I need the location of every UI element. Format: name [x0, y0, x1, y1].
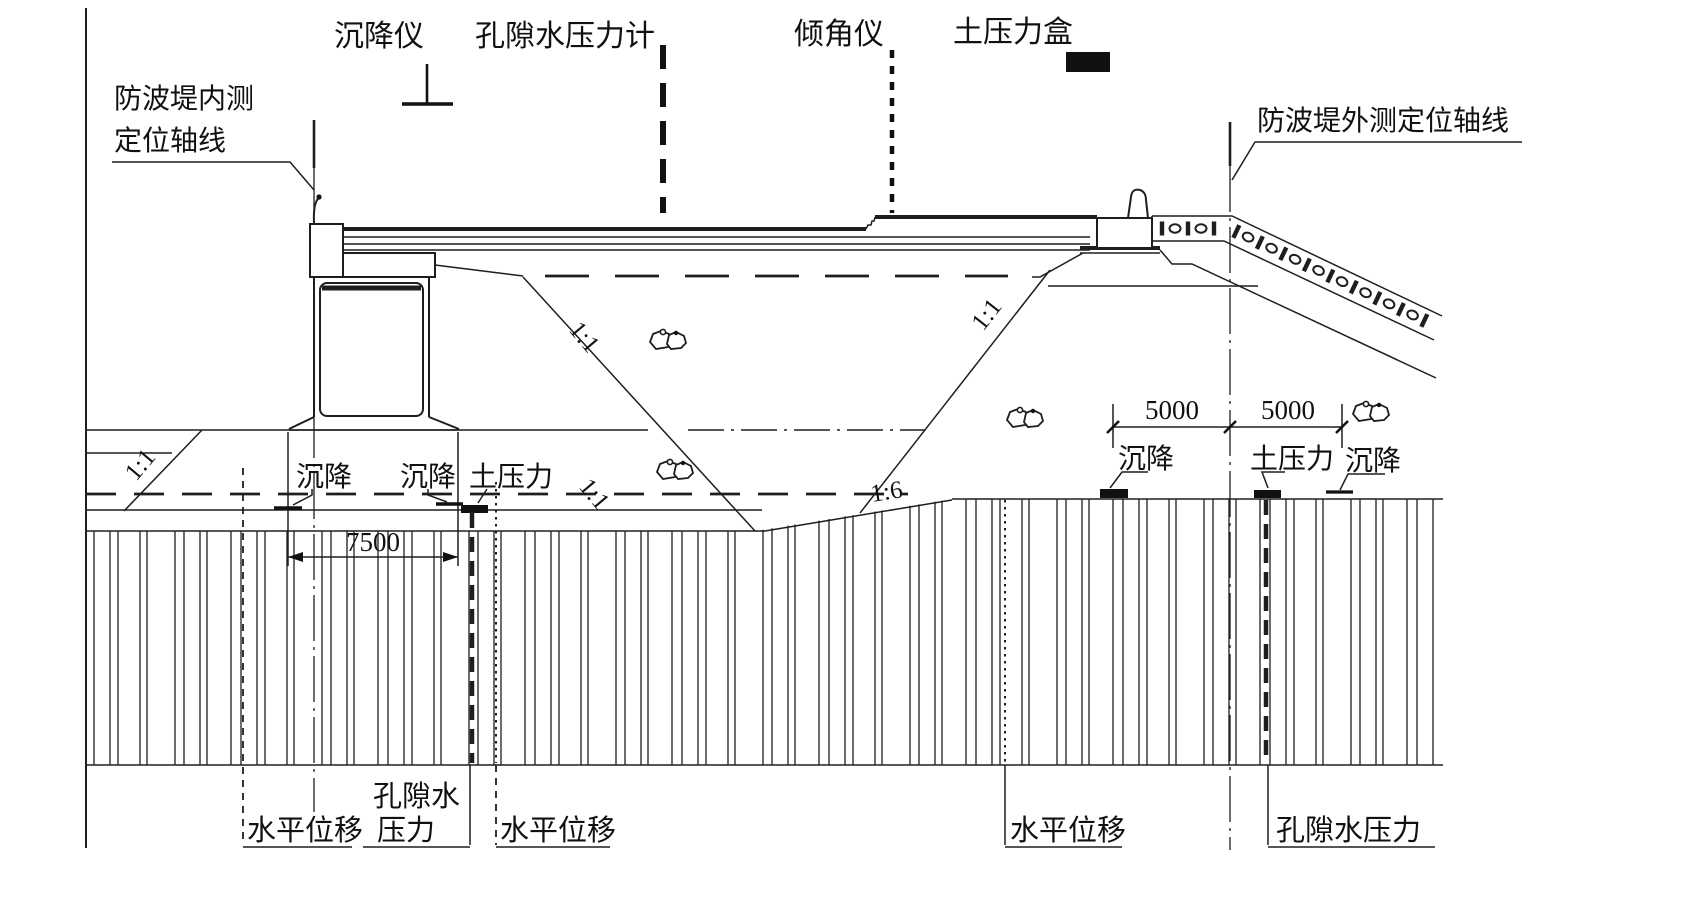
caisson-cap-block [309, 223, 344, 278]
svg-text:防波堤内测: 防波堤内测 [114, 83, 254, 115]
sand-slope-1-6-line [764, 499, 953, 532]
svg-text:7500: 7500 [346, 527, 400, 557]
callout-inclinometer: 倾角仪 [794, 18, 884, 51]
rock-symbol [1006, 406, 1044, 428]
svg-text:定位轴线: 定位轴线 [114, 125, 226, 157]
borehole-displacement-left: 水平位移 [242, 468, 363, 848]
svg-text:土压力: 土压力 [1250, 443, 1334, 475]
callout-settlement-gauge: 沉降仪 [334, 20, 424, 53]
caisson-cap-ledge [342, 252, 436, 278]
left-slope-line [123, 429, 203, 512]
svg-text:沉降: 沉降 [296, 461, 352, 493]
rock-symbol [1352, 400, 1390, 422]
deck-pavement [343, 215, 1097, 251]
inner-axis-label: 防波堤内测 定位轴线 [112, 83, 315, 191]
marker-settlement-right-2: 沉降 [1326, 445, 1401, 494]
marker-earth-pressure-left: 土压力 [461, 461, 553, 513]
svg-text:沉降: 沉降 [1345, 445, 1401, 477]
dimension-5000-5000: 5000 5000 [1106, 395, 1349, 448]
armor-block-band [1151, 215, 1443, 341]
rock-symbol [649, 328, 687, 350]
underlayer-slope-line [1159, 249, 1437, 379]
borehole-pore-pressure-right: 孔隙水压力 [1263, 500, 1435, 848]
slope-label-mid-lower: 1:1 [573, 474, 614, 516]
deck-step [865, 216, 876, 230]
borehole-displacement-right: 水平位移 [1004, 500, 1126, 848]
svg-text:沉降: 沉降 [400, 461, 456, 493]
marker-earth-pressure-right: 土压力 [1250, 443, 1334, 498]
sand-pile-field [93, 499, 1434, 765]
outer-axis-label: 防波堤外测定位轴线 [1231, 105, 1522, 181]
crest-structure [1032, 188, 1437, 379]
dimension-7500: 7500 [287, 432, 459, 566]
slope-label-mid-upper: 1:1 [563, 317, 604, 359]
caisson-chamber [319, 282, 424, 417]
caisson-left-shoulder [288, 416, 315, 430]
svg-text:防波堤外测定位轴线: 防波堤外测定位轴线 [1257, 105, 1509, 137]
marker-settlement-right-1: 沉降 [1100, 443, 1174, 498]
svg-text:沉降: 沉降 [1118, 443, 1174, 475]
callout-pore-pressure-gauge: 孔隙水压力计 [475, 20, 655, 53]
svg-text:孔隙水压力: 孔隙水压力 [1276, 814, 1421, 847]
callout-earth-pressure-cell: 土压力盒 [953, 16, 1073, 49]
caisson-right-shoulder [428, 416, 460, 430]
svg-text:土压力: 土压力 [469, 461, 553, 493]
borehole-pore-pressure-left: 孔隙水 压力 [363, 513, 475, 848]
marker-settlement-left-2: 沉降 [400, 461, 463, 506]
svg-text:5000: 5000 [1145, 395, 1199, 425]
crest-cap-block [1096, 217, 1153, 249]
mid-slope-line [522, 276, 756, 532]
crest-left-shoulder [1032, 252, 1084, 278]
svg-text:压力: 压力 [377, 814, 435, 847]
borehole-displacement-center: 水平位移 [495, 482, 616, 848]
rock-symbol [656, 458, 694, 480]
settlement-gauge-icon [402, 64, 453, 106]
svg-text:水平位移: 水平位移 [247, 814, 363, 847]
slope-label-right: 1:1 [966, 294, 1007, 336]
svg-text:5000: 5000 [1261, 395, 1315, 425]
slope-label-sand: 1:6 [869, 476, 905, 508]
svg-text:孔隙水: 孔隙水 [373, 780, 460, 813]
svg-text:水平位移: 水平位移 [1010, 814, 1126, 847]
right-slope-line [859, 269, 1051, 514]
caisson-structure [288, 194, 524, 431]
earth-pressure-cell-icon [1066, 52, 1110, 72]
marker-settlement-left-1: 沉降 [274, 461, 352, 510]
svg-text:水平位移: 水平位移 [500, 814, 616, 847]
wave-wall-fin [1126, 188, 1150, 219]
